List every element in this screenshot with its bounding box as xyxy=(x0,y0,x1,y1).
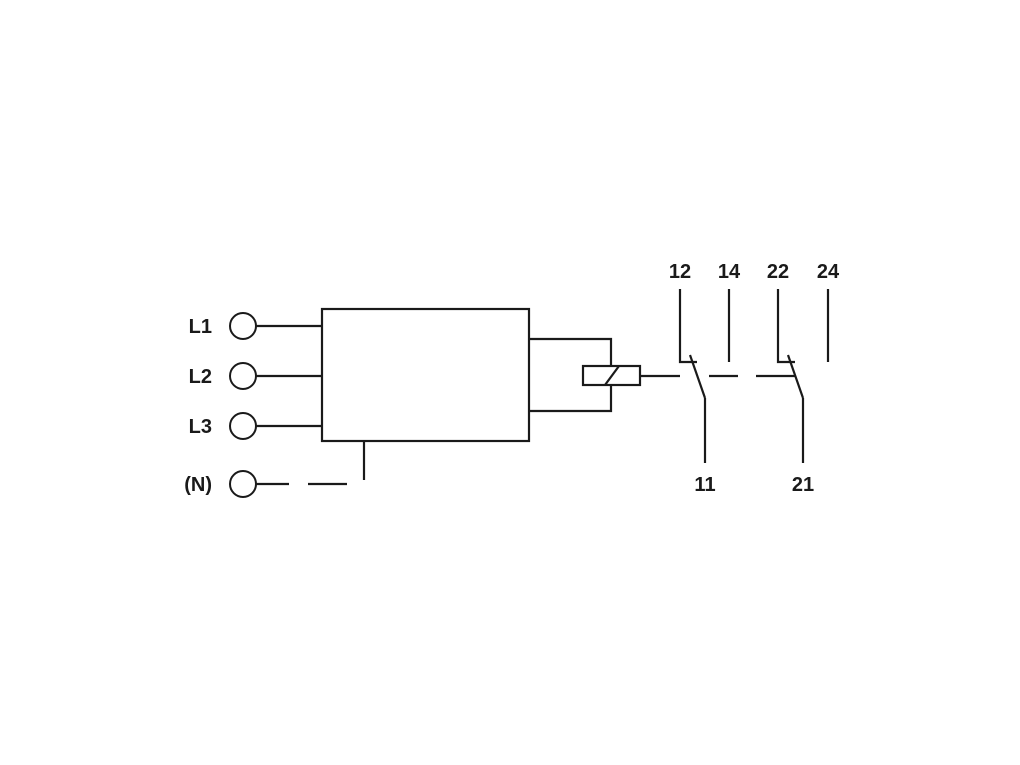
terminal-label-l1: L1 xyxy=(189,316,212,338)
coil-wire-top xyxy=(529,337,613,366)
terminal-label-l2: L2 xyxy=(189,366,212,388)
contact2-nc-line xyxy=(776,289,795,364)
terminal-l3-circle xyxy=(229,412,257,440)
device-box xyxy=(320,307,531,443)
terminal-label-n: (N) xyxy=(184,474,212,496)
contact2-nc-label: 22 xyxy=(767,261,789,283)
contact2-switch-arm xyxy=(786,354,805,399)
relay-coil-slash xyxy=(604,365,620,386)
contact1-common-label: 11 xyxy=(694,474,715,496)
terminal-label-l3: L3 xyxy=(189,416,212,438)
coil-wire-bottom xyxy=(529,385,613,413)
contact1-nc-line xyxy=(678,289,697,364)
contact2-common-label: 21 xyxy=(792,474,814,496)
terminal-n-circle xyxy=(229,470,257,498)
contact1-no-label: 14 xyxy=(718,261,741,283)
contact1-switch-arm xyxy=(688,354,707,399)
terminal-l2-circle xyxy=(229,362,257,390)
contact1-nc-label: 12 xyxy=(669,261,691,283)
contact2-no-label: 24 xyxy=(817,261,840,283)
terminal-l1-circle xyxy=(229,312,257,340)
